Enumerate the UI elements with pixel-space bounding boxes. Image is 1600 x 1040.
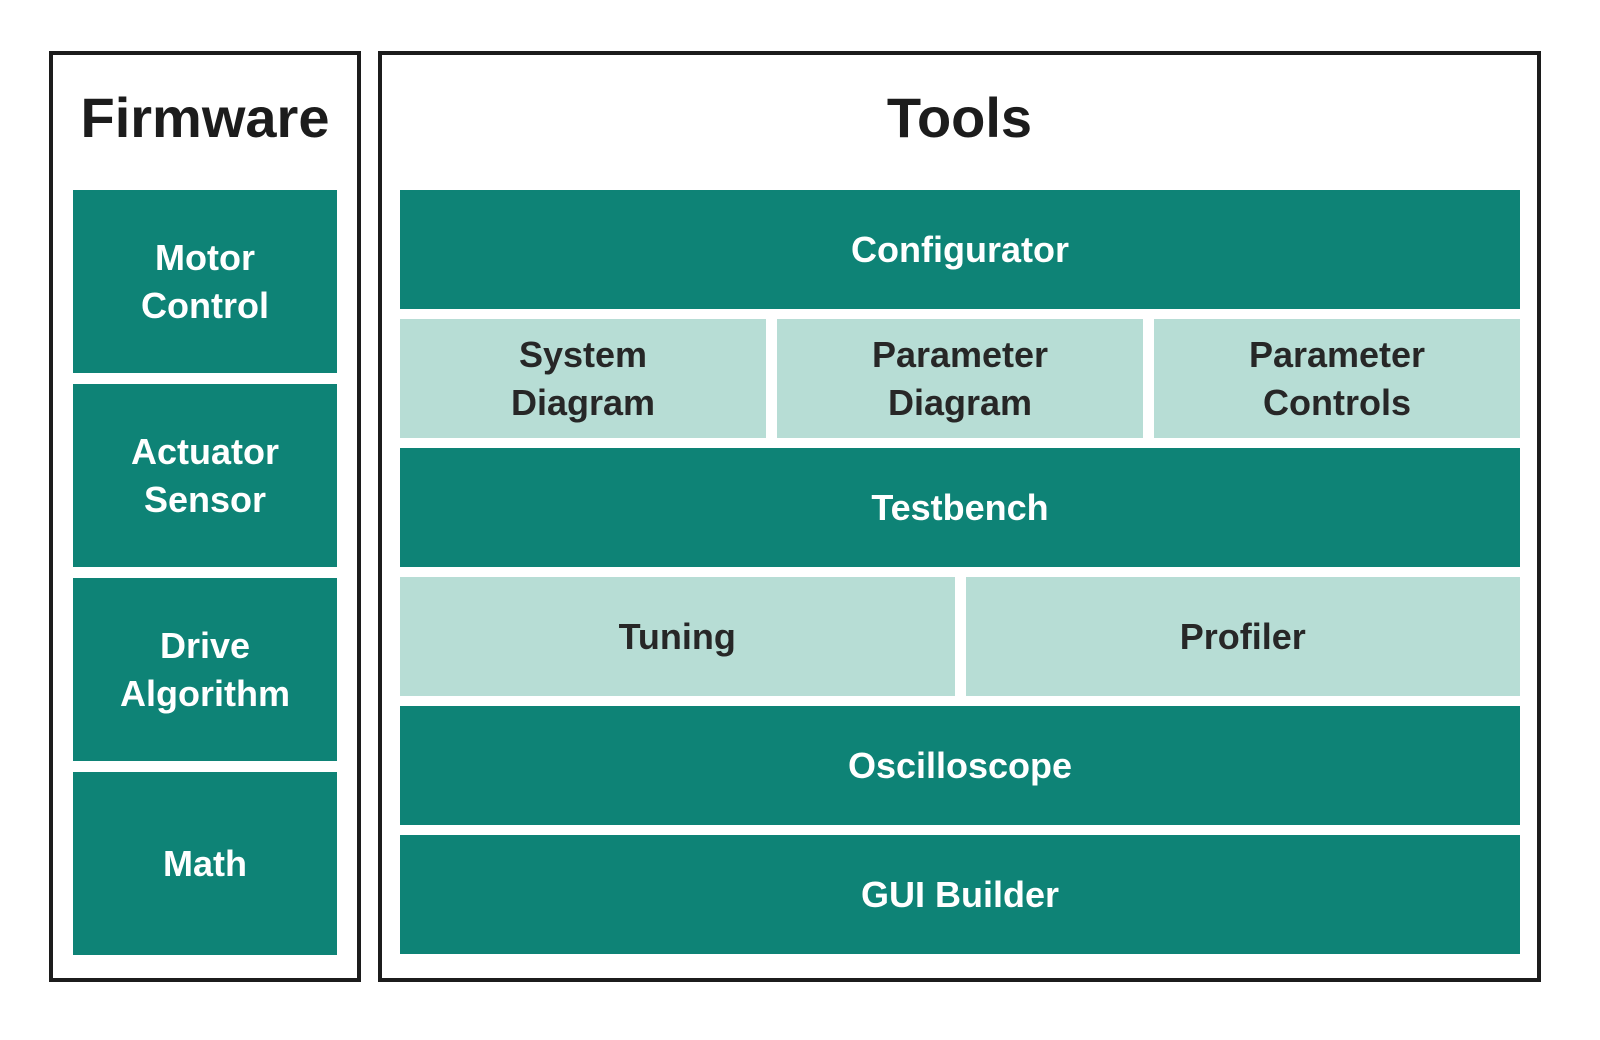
block-oscilloscope: Oscilloscope (400, 706, 1520, 825)
block-profiler: Profiler (965, 577, 1520, 696)
tools-block-stack: Configurator System Diagram Parameter Di… (400, 190, 1520, 954)
block-testbench: Testbench (400, 448, 1520, 567)
tools-panel: Tools Configurator System Diagram Parame… (378, 51, 1541, 982)
firmware-title: Firmware (80, 86, 330, 149)
block-math: Math (73, 772, 337, 955)
block-system-diagram: System Diagram (400, 319, 766, 438)
block-configurator: Configurator (400, 190, 1520, 309)
tools-row-configurator: Configurator (400, 190, 1520, 309)
tools-row-gui-builder: GUI Builder (400, 835, 1520, 954)
block-parameter-diagram: Parameter Diagram (777, 319, 1143, 438)
tools-row-oscilloscope: Oscilloscope (400, 706, 1520, 825)
block-parameter-controls: Parameter Controls (1154, 319, 1520, 438)
block-tuning: Tuning (400, 577, 955, 696)
firmware-panel: Firmware Motor Control Actuator Sensor D… (49, 51, 361, 982)
firmware-block-stack: Motor Control Actuator Sensor Drive Algo… (73, 190, 337, 955)
block-drive-algorithm: Drive Algorithm (73, 578, 337, 761)
tools-title: Tools (886, 86, 1033, 149)
tools-row-testbench: Testbench (400, 448, 1520, 567)
tools-row-diagrams: System Diagram Parameter Diagram Paramet… (400, 319, 1520, 438)
block-gui-builder: GUI Builder (400, 835, 1520, 954)
block-actuator-sensor: Actuator Sensor (73, 384, 337, 567)
block-motor-control: Motor Control (73, 190, 337, 373)
tools-row-tuning-profiler: Tuning Profiler (400, 577, 1520, 696)
